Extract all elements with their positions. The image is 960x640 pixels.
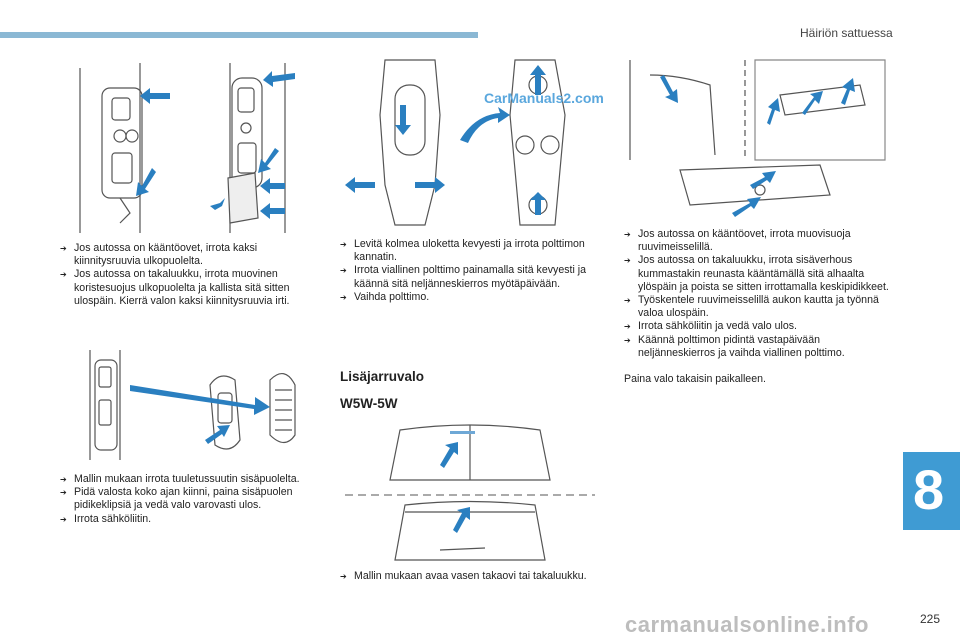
bulb-type-label: W5W-5W [340, 396, 398, 411]
footer-watermark: carmanualsonline.info [625, 612, 869, 637]
section-title: Häiriön sattuessa [800, 26, 893, 40]
closing-instruction: Paina valo takaisin paikalleen. [624, 373, 766, 386]
list-item: Mallin mukaan avaa vasen takaovi tai tak… [340, 570, 590, 583]
illustration-brake-light-removal [629, 59, 886, 217]
list-item: Käännä polttimon pidintä vastapäivään ne… [624, 334, 890, 360]
header-rule [0, 32, 478, 38]
watermark-logo: CarManuals2.com [484, 90, 604, 106]
list-item: Mallin mukaan irrota tuuletussuutin sisä… [60, 473, 300, 486]
section-heading-brake-light: Lisäjarruvalo [340, 369, 425, 384]
list-item: Jos autossa on kääntöovet, irrota kaksi … [60, 242, 300, 268]
list-item: Jos autossa on kääntöovet, irrota muovis… [624, 228, 890, 254]
list-item: Työskentele ruuvimeisselillä aukon kautt… [624, 294, 890, 320]
list-item: Jos autossa on takaluukku, irrota sisäve… [624, 254, 890, 294]
illustration-vent-clip [89, 350, 296, 460]
illustration-bulb-holder [345, 59, 566, 226]
steps-bulb-replacement: Levitä kolmea uloketta kevyesti ja irrot… [340, 238, 590, 304]
steps-open-door: Mallin mukaan avaa vasen takaovi tai tak… [340, 570, 590, 583]
illustration-rear-doors [345, 424, 595, 561]
list-item: Pidä valosta koko ajan kiinni, paina sis… [60, 486, 300, 512]
list-item: Irrota viallinen polttimo painamalla sit… [340, 264, 590, 290]
chapter-tab: 8 [903, 452, 960, 530]
list-item: Levitä kolmea uloketta kevyesti ja irrot… [340, 238, 590, 264]
steps-brake-light-removal: Jos autossa on kääntöovet, irrota muovis… [624, 228, 890, 386]
list-item: Irrota sähköliitin. [60, 513, 300, 526]
list-item: Vaihda polttimo. [340, 291, 590, 304]
list-item: Irrota sähköliitin ja vedä valo ulos. [624, 320, 890, 333]
steps-vent-and-connector: Mallin mukaan irrota tuuletussuutin sisä… [60, 473, 300, 526]
chapter-number: 8 [913, 458, 945, 521]
page-number: 225 [919, 612, 940, 626]
list-item: Jos autossa on takaluukku, irrota muovin… [60, 268, 300, 308]
illustration-rear-lamp-screws [79, 63, 295, 233]
steps-rear-lamp-removal: Jos autossa on kääntöovet, irrota kaksi … [60, 242, 300, 308]
